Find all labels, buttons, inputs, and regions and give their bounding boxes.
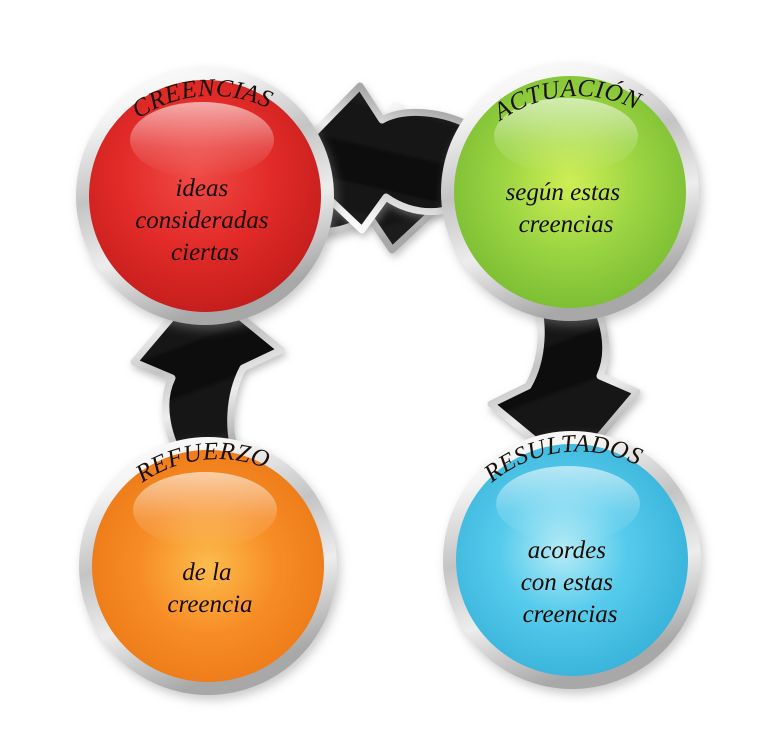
node-refuerzo[interactable]: REFUERZO de la creencia	[79, 437, 337, 695]
node-creencias-gloss	[130, 102, 274, 178]
node-actuacion-gloss	[494, 98, 638, 174]
node-refuerzo-body-text: de la creencia	[167, 559, 252, 618]
arrow-refuerzo-to-creencias	[130, 280, 285, 472]
node-actuacion[interactable]: ACTUACIÓN según estas creencias	[441, 63, 699, 321]
node-resultados-body-text: acordes con estas creencias	[521, 537, 620, 628]
node-resultados[interactable]: RESULTADOS acordes con estas creencias	[443, 430, 701, 689]
node-actuacion-body-text: según estas creencias	[506, 179, 627, 238]
node-creencias-body-text: ideas consideradas ciertas	[135, 175, 275, 266]
node-resultados-gloss	[496, 466, 640, 542]
node-refuerzo-gloss	[133, 472, 277, 548]
node-creencias[interactable]: CREENCIAS ideas consideradas ciertas	[76, 67, 334, 325]
